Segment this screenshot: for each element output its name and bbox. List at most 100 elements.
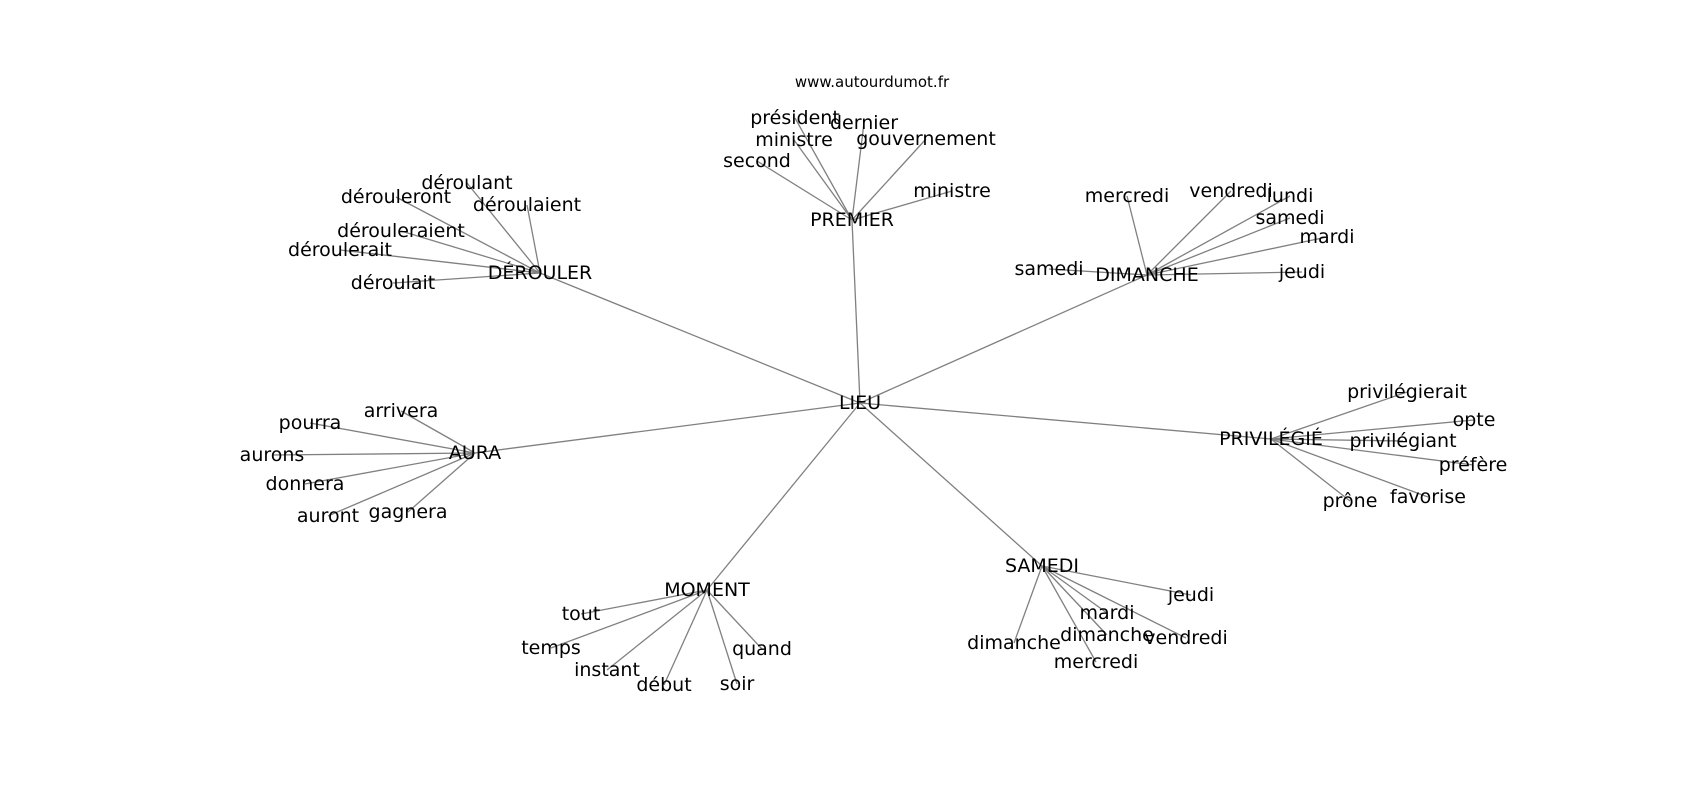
edge-hub-to-word	[400, 410, 476, 454]
word-node-label: déroulerait	[288, 239, 392, 261]
edge-hub-to-word	[327, 452, 476, 517]
watermark: www.autourdumot.fr	[795, 73, 950, 91]
word-node-label: prône	[1323, 490, 1378, 512]
edge-hub-to-word	[1270, 438, 1474, 466]
edge-hub-to-word	[851, 138, 927, 221]
word-node-label: privilégierait	[1347, 381, 1467, 403]
edge-hub-to-word	[407, 452, 476, 513]
word-node-label: temps	[521, 637, 581, 659]
edge-hub-to-word	[1041, 565, 1108, 614]
hub-node-label: PRIVILÉGIÉ	[1219, 427, 1323, 450]
edge-hub-to-word	[339, 249, 541, 274]
edge-hub-to-word	[1270, 438, 1351, 502]
edge-center-to-hub	[859, 402, 1272, 440]
edge-center-to-hub	[706, 402, 861, 591]
word-node-label: pourra	[279, 412, 342, 434]
word-node-label: samedi	[1014, 258, 1083, 280]
edge-hub-to-word	[1270, 438, 1404, 442]
word-node-label: ministre	[913, 180, 991, 202]
graph-edges	[271, 117, 1475, 686]
hub-node-label: SAMEDI	[1005, 555, 1079, 577]
edge-center-to-hub	[859, 274, 1148, 404]
word-node-label: dimanche	[1060, 624, 1154, 646]
word-node-label: arrivera	[364, 400, 439, 422]
word-node-label: déroulaient	[473, 194, 581, 216]
word-node-label: vendredi	[1144, 627, 1227, 649]
edge-hub-to-word	[1041, 565, 1187, 639]
edge-hub-to-word	[1126, 195, 1148, 276]
edge-hub-to-word	[466, 182, 541, 274]
edge-hub-to-word	[793, 139, 853, 221]
edge-hub-to-word	[400, 230, 541, 274]
word-node-label: début	[636, 674, 691, 696]
edge-hub-to-word	[580, 589, 708, 615]
word-node-label: mardi	[1080, 602, 1135, 624]
hub-node-label: DÉROULER	[488, 261, 593, 284]
word-node-label: mercredi	[1054, 651, 1138, 673]
word-node-label: dimanche	[967, 632, 1061, 654]
word-node-label: jeudi	[1167, 584, 1214, 606]
edge-hub-to-word	[1041, 565, 1108, 636]
edge-hub-to-word	[706, 589, 763, 650]
edge-center-to-hub	[859, 402, 1043, 567]
word-node-label: samedi	[1255, 207, 1324, 229]
edge-hub-to-word	[1041, 565, 1097, 663]
edge-hub-to-word	[663, 589, 708, 686]
word-node-label: gagnera	[369, 501, 448, 523]
word-node-label: lundi	[1267, 185, 1314, 207]
word-node-label: privilégiant	[1349, 430, 1456, 452]
word-node-label: opte	[1453, 409, 1496, 431]
edge-hub-to-word	[851, 122, 865, 221]
edge-center-to-hub	[851, 219, 861, 404]
edge-hub-to-word	[1013, 565, 1043, 644]
hub-node-label: MOMENT	[664, 579, 750, 601]
edge-hub-to-word	[1146, 236, 1328, 276]
word-node-label: favorise	[1390, 486, 1466, 508]
word-node-label: jeudi	[1278, 261, 1325, 283]
edge-hub-to-word	[526, 204, 541, 274]
word-node-label: quand	[732, 638, 792, 660]
word-node-label: soir	[720, 673, 755, 695]
word-node-label: déroulait	[351, 272, 435, 294]
edge-hub-to-word	[606, 589, 708, 671]
word-node-label: aurons	[240, 444, 305, 466]
edge-hub-to-word	[1048, 268, 1148, 276]
edge-hub-to-word	[395, 196, 541, 274]
edge-hub-to-word	[1146, 271, 1303, 276]
word-node-label: dérouleront	[341, 186, 451, 208]
edge-hub-to-word	[1041, 565, 1192, 596]
word-node-label: mardi	[1300, 226, 1355, 248]
word-node-label: mercredi	[1085, 185, 1169, 207]
edge-hub-to-word	[756, 160, 853, 221]
edge-hub-to-word	[271, 452, 476, 456]
word-node-label: président	[750, 107, 840, 129]
word-node-label: préfère	[1439, 454, 1508, 476]
edge-hub-to-word	[304, 452, 476, 485]
edge-hub-to-word	[794, 117, 853, 221]
edge-hub-to-word	[706, 589, 738, 685]
word-node-label: ministre	[755, 129, 833, 151]
edge-hub-to-word	[1146, 190, 1232, 276]
word-node-label: dérouleraient	[337, 220, 465, 242]
edge-center-to-hub	[474, 402, 861, 454]
edge-hub-to-word	[1270, 438, 1429, 498]
hub-node-label: PREMIER	[810, 209, 894, 231]
edge-hub-to-word	[1146, 217, 1291, 276]
edge-hub-to-word	[1270, 419, 1475, 440]
edge-center-to-hub	[539, 272, 861, 404]
word-node-label: gouvernement	[856, 128, 996, 150]
hub-node-label: DIMANCHE	[1095, 264, 1198, 286]
edge-hub-to-word	[392, 272, 541, 284]
word-node-label: tout	[562, 603, 601, 625]
word-node-label: auront	[297, 505, 359, 527]
word-node-label: déroulant	[421, 172, 512, 194]
edge-hub-to-word	[550, 589, 708, 649]
edge-hub-to-word	[309, 422, 476, 454]
edge-hub-to-word	[1146, 195, 1291, 276]
word-node-label: dernier	[830, 112, 898, 134]
hub-node-label: AURA	[449, 442, 501, 464]
word-node-label: vendredi	[1189, 180, 1272, 202]
edge-hub-to-word	[851, 190, 953, 221]
